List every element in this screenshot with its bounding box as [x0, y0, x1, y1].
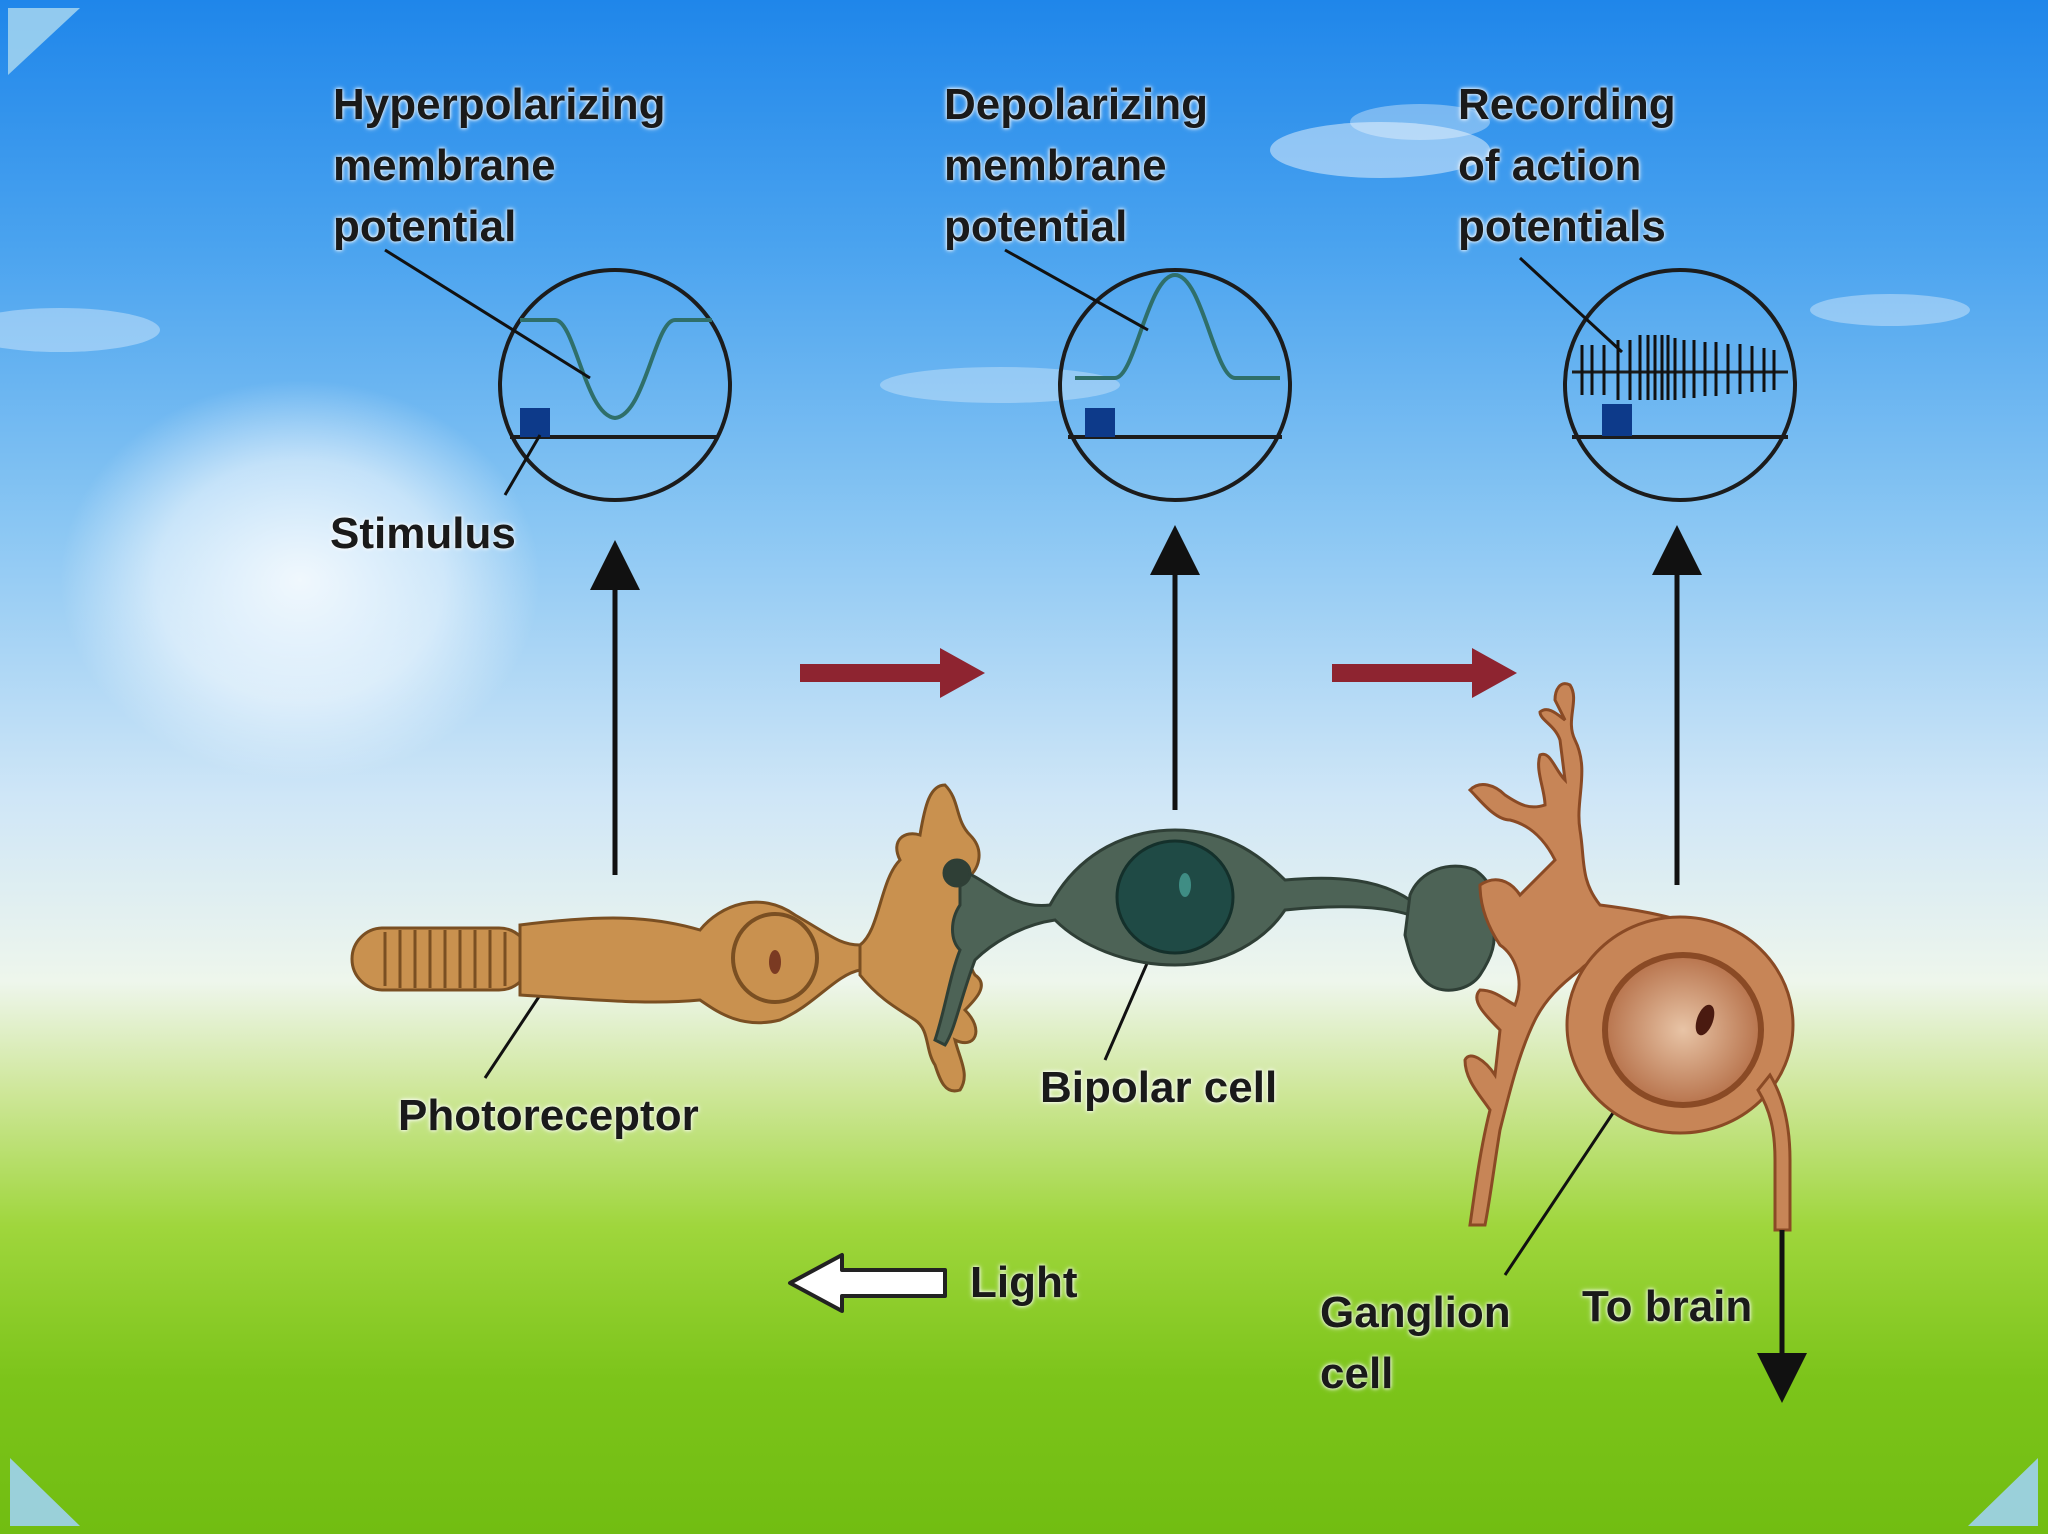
- stimulus-label: Stimulus: [330, 509, 516, 558]
- background-clouds: [0, 104, 1970, 403]
- recording-label: Recording of action potentials: [1458, 80, 1676, 251]
- light-label: Light: [970, 1258, 1078, 1307]
- recording-arrows: [590, 525, 1702, 885]
- corner-decoration-bottom-left: [10, 1458, 80, 1526]
- ganglion-cell: [1463, 682, 1795, 1232]
- right-arrow-icon: [800, 648, 985, 698]
- bipolar-cell: [933, 828, 1496, 1047]
- right-arrow-icon-2: [1332, 648, 1517, 698]
- dandelion-image: [60, 380, 540, 780]
- stimulus-marker-2: [1085, 408, 1115, 437]
- signal-flow-arrows: [800, 648, 1517, 698]
- hyperpolarizing-label: Hyperpolarizing membrane potential: [333, 80, 666, 251]
- depolarizing-trace: [1075, 272, 1280, 380]
- hollow-left-arrow-icon: [788, 1253, 947, 1313]
- stimulus-marker-3: [1602, 404, 1632, 436]
- photoreceptor-cell: [350, 783, 988, 1093]
- bipolar-cell-label: Bipolar cell: [1040, 1063, 1278, 1112]
- to-brain-label: To brain: [1582, 1282, 1753, 1331]
- corner-decoration-bottom-right: [1968, 1458, 2038, 1526]
- depolarizing-recording: [1058, 268, 1292, 502]
- photoreceptor-label: Photoreceptor: [398, 1091, 699, 1140]
- corner-decoration-top-left: [8, 8, 80, 75]
- depolarizing-label: Depolarizing membrane potential: [944, 80, 1209, 251]
- stimulus-marker: [520, 408, 550, 437]
- hyperpolarizing-recording: [498, 268, 732, 502]
- hyperpolarizing-trace: [520, 318, 712, 421]
- photoreceptor-discs: [383, 930, 507, 988]
- ganglion-cell-label: Ganglion cell: [1320, 1288, 1511, 1398]
- action-potential-spikes: [1580, 335, 1776, 400]
- action-potential-recording: [1563, 268, 1797, 502]
